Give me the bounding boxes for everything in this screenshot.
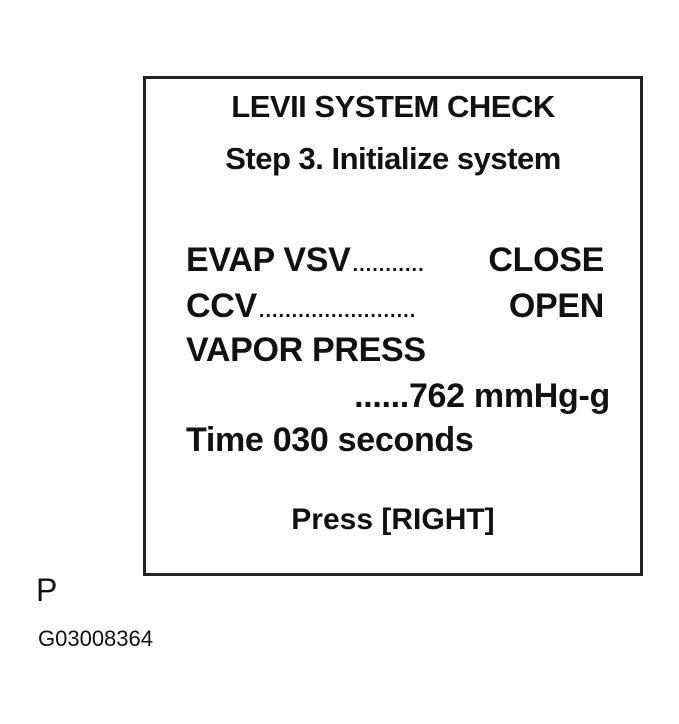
ccv-label: CCV — [186, 287, 257, 325]
time-readout: Time 030 seconds — [186, 421, 474, 459]
vapor-press-value: ......762 mmHg-g — [354, 377, 610, 415]
tester-screen: LEVII SYSTEM CHECK Step 3. Initialize sy… — [143, 76, 643, 576]
evap-vsv-value: CLOSE — [488, 241, 604, 279]
screen-title: LEVII SYSTEM CHECK — [231, 89, 555, 124]
ccv-value: OPEN — [508, 287, 604, 325]
evap-vsv-label: EVAP VSV — [186, 241, 351, 279]
ccv-row: CCV ........................ OPEN — [186, 287, 604, 326]
evap-vsv-leader: ........... — [352, 254, 425, 276]
ccv-leader: ........................ — [258, 300, 417, 322]
screen-subtitle: Step 3. Initialize system — [225, 141, 561, 176]
figure-code: G03008364 — [38, 626, 153, 651]
corner-label: P — [36, 572, 58, 608]
vapor-press-label: VAPOR PRESS — [186, 331, 426, 369]
evap-vsv-row: EVAP VSV ........... CLOSE — [186, 241, 604, 280]
press-right-prompt: Press [RIGHT] — [291, 503, 495, 536]
